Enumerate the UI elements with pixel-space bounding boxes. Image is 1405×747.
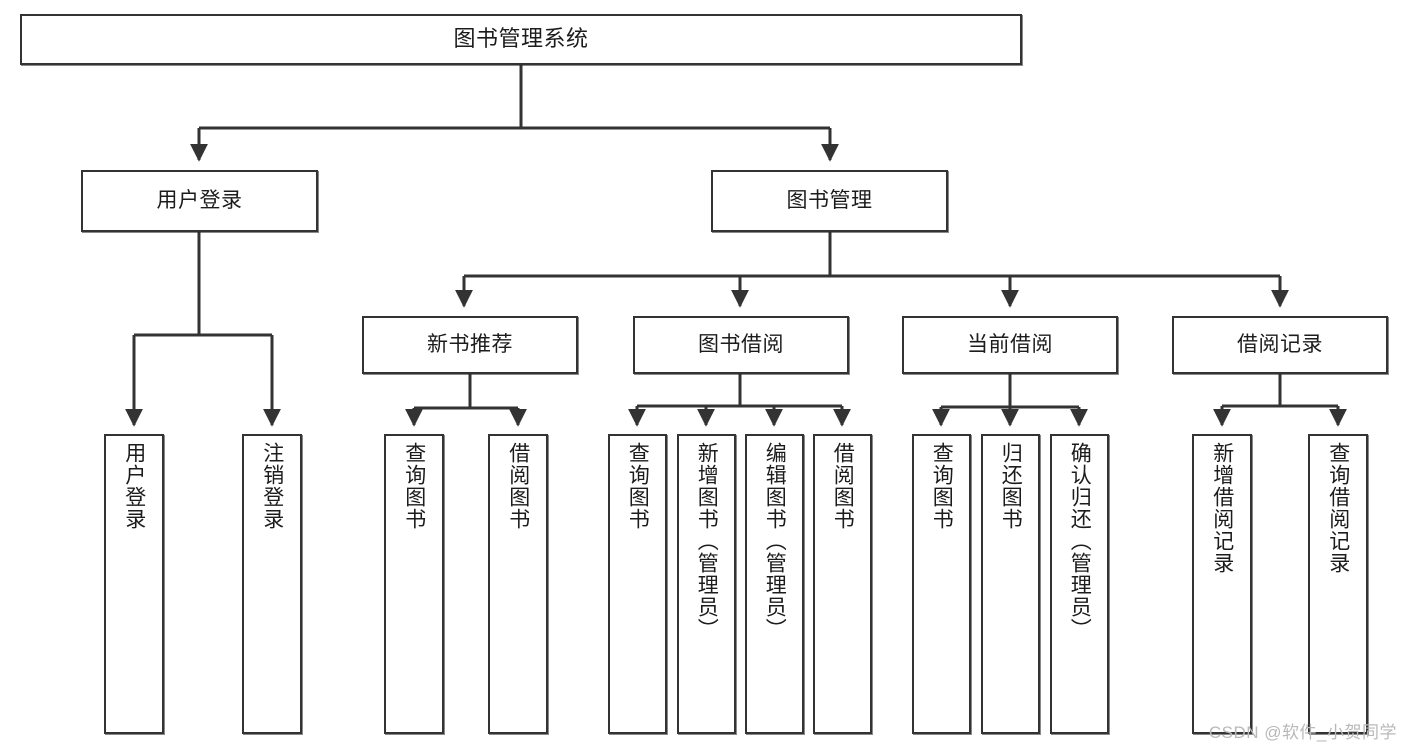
node-label: 查询借阅记录: [1326, 442, 1350, 574]
node-book-borrow[interactable]: 图书借阅: [633, 316, 849, 374]
node-label: 新增借阅记录: [1210, 442, 1234, 574]
leaf-new-book-query[interactable]: 查询图书: [384, 434, 444, 734]
leaf-borrow-record-add[interactable]: 新增借阅记录: [1192, 434, 1252, 734]
node-label: 用户登录: [156, 189, 243, 213]
node-label: 查询图书: [930, 442, 954, 530]
node-current-borrow[interactable]: 当前借阅: [902, 316, 1118, 374]
node-label: 查询图书: [626, 442, 650, 530]
leaf-book-borrow-edit[interactable]: 编辑图书（管理员）: [745, 434, 804, 734]
leaf-borrow-record-query[interactable]: 查询借阅记录: [1308, 434, 1368, 734]
node-label: 新增图书（管理员）: [695, 442, 719, 640]
node-label: 借阅图书: [831, 442, 855, 530]
node-label: 编辑图书（管理员）: [763, 442, 787, 640]
node-label: 用户登录: [122, 442, 146, 530]
watermark: CSDN @软件_小贺同学: [1208, 723, 1397, 742]
node-label: 当前借阅: [967, 333, 1053, 357]
node-book-management[interactable]: 图书管理: [711, 170, 948, 232]
node-label: 图书管理: [786, 189, 873, 213]
node-label: 查询图书: [402, 442, 426, 530]
leaf-user-login-signout[interactable]: 注销登录: [242, 434, 302, 734]
leaf-current-borrow-return[interactable]: 归还图书: [981, 434, 1040, 734]
node-label: 归还图书: [999, 442, 1023, 530]
leaf-book-borrow-query[interactable]: 查询图书: [608, 434, 667, 734]
node-borrow-record[interactable]: 借阅记录: [1172, 316, 1388, 374]
node-label: 注销登录: [260, 442, 284, 530]
node-label: 新书推荐: [427, 333, 513, 357]
leaf-current-borrow-query[interactable]: 查询图书: [912, 434, 971, 734]
node-label: 借阅图书: [506, 442, 530, 530]
node-root-system[interactable]: 图书管理系统: [20, 14, 1022, 65]
node-label: 确认归还（管理员）: [1068, 442, 1092, 640]
node-new-book-recommend[interactable]: 新书推荐: [362, 316, 578, 374]
leaf-book-borrow-add[interactable]: 新增图书（管理员）: [677, 434, 736, 734]
leaf-user-login-signin[interactable]: 用户登录: [104, 434, 164, 734]
node-label: 图书借阅: [698, 333, 784, 357]
leaf-current-borrow-confirm-return[interactable]: 确认归还（管理员）: [1050, 434, 1109, 734]
node-label: 图书管理系统: [453, 26, 589, 52]
node-label: 借阅记录: [1237, 333, 1323, 357]
leaf-new-book-borrow[interactable]: 借阅图书: [488, 434, 548, 734]
leaf-book-borrow-lend[interactable]: 借阅图书: [813, 434, 872, 734]
node-user-login[interactable]: 用户登录: [81, 170, 318, 232]
